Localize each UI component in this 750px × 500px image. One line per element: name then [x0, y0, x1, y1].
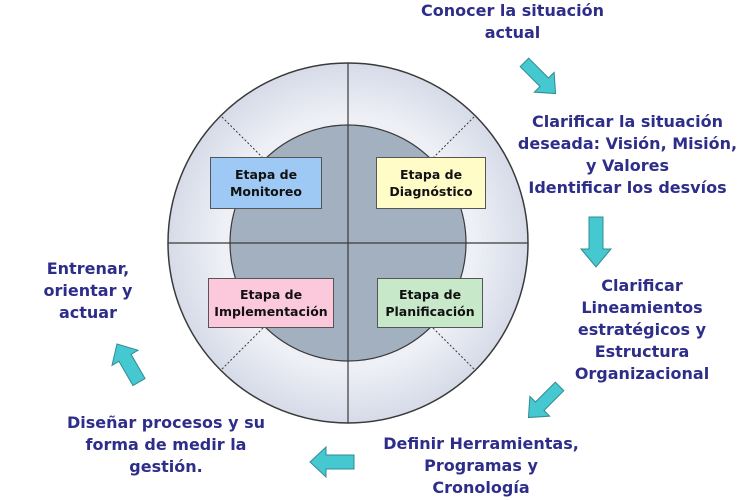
arrow-down-icon: [579, 216, 613, 268]
arrow-down-right-icon: [519, 57, 557, 95]
arrow-down-left-icon: [527, 381, 565, 419]
arrow-up-left-icon: [111, 343, 146, 387]
ring-diagonals: [221, 116, 475, 370]
stage-planificacion: Etapa de Planificación: [377, 278, 483, 328]
step-entrenar: Entrenar, orientar y actuar: [43, 259, 133, 322]
step-conocer: Conocer la situación actual: [421, 1, 604, 42]
stage-monitoreo: Etapa de Monitoreo: [210, 157, 322, 209]
step-clarificar-situacion: Clarificar la situación deseada: Visión,…: [517, 112, 738, 197]
stage-implementacion: Etapa de Implementación: [208, 278, 334, 328]
step-clarificar-lineamientos: Clarificar Lineamientos estratégicos y E…: [574, 276, 710, 383]
step-definir: Definir Herramientas, Programas y Cronol…: [383, 434, 579, 497]
step-disenar: Diseñar procesos y su forma de medir la …: [67, 413, 265, 476]
arrow-left-icon: [309, 445, 355, 479]
stage-diagnostico: Etapa de Diagnóstico: [376, 157, 486, 209]
